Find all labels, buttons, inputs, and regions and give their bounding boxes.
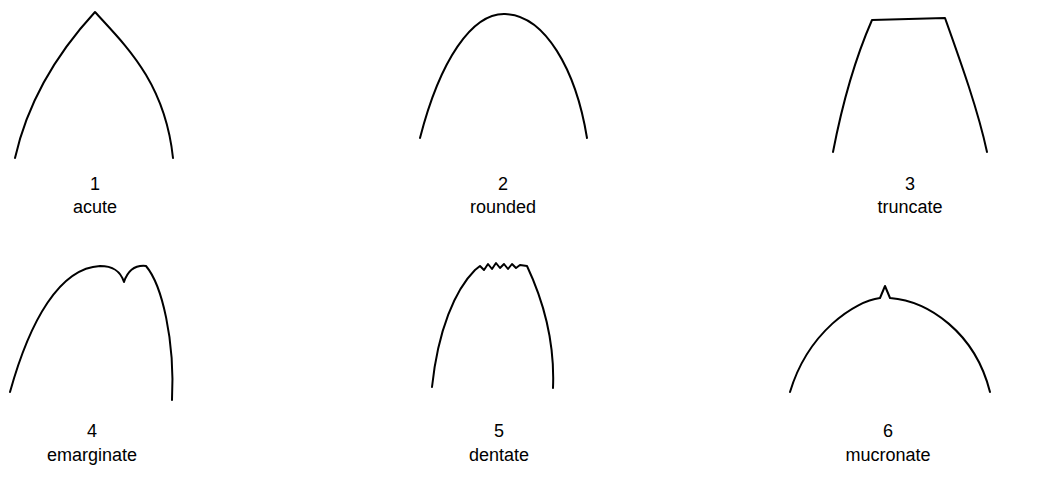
- rounded-apex-outline: [420, 14, 587, 138]
- callout-number: 3: [905, 174, 915, 194]
- callout-number: 4: [87, 421, 97, 441]
- apex-name: truncate: [877, 197, 942, 217]
- acute-apex-outline: [15, 12, 173, 158]
- mucronate-apex-outline: [790, 286, 990, 392]
- apex-name: acute: [73, 197, 117, 217]
- apex-name: dentate: [469, 445, 529, 465]
- callout-number: 6: [883, 421, 893, 441]
- apex-name: emarginate: [47, 445, 137, 465]
- callout-number: 5: [494, 421, 504, 441]
- callout-number: 1: [90, 174, 100, 194]
- apex-name: mucronate: [845, 445, 930, 465]
- dentate-apex-outline: [432, 263, 553, 388]
- emarginate-apex-outline: [10, 266, 172, 400]
- truncate-apex-outline: [833, 18, 987, 152]
- callout-number: 2: [498, 174, 508, 194]
- apex-name: rounded: [470, 197, 536, 217]
